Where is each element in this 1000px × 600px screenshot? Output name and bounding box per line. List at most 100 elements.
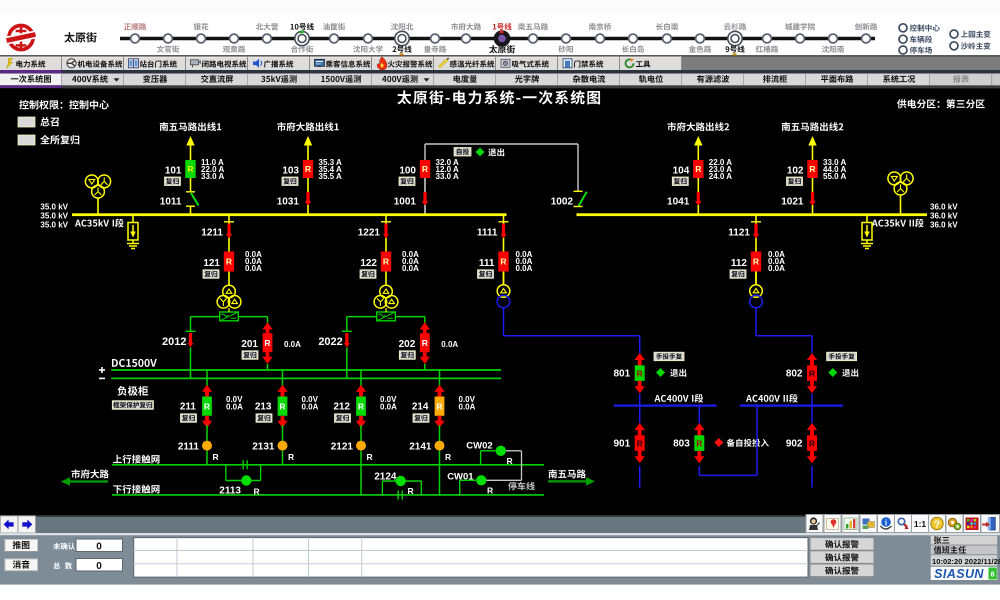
svg-text:2012: 2012 <box>162 336 186 348</box>
svg-text:0.0V: 0.0V <box>226 395 243 404</box>
svg-text:202: 202 <box>399 339 416 350</box>
svg-text:1021: 1021 <box>781 197 804 208</box>
svg-text:801: 801 <box>614 369 631 380</box>
svg-text:2111: 2111 <box>178 442 200 453</box>
svg-text:R: R <box>367 452 373 462</box>
svg-text:R: R <box>487 485 493 495</box>
svg-text:R: R <box>187 164 193 174</box>
svg-text:8: 8 <box>991 572 995 579</box>
svg-text:211: 211 <box>180 402 197 413</box>
svg-text:0.0A: 0.0A <box>226 403 243 412</box>
svg-text:901: 901 <box>614 439 631 450</box>
svg-text:0.0A: 0.0A <box>245 264 262 273</box>
svg-text:R: R <box>445 452 451 462</box>
svg-text:32.0 A: 32.0 A <box>436 158 459 167</box>
svg-text:0.0A: 0.0A <box>402 257 419 266</box>
svg-text:802: 802 <box>786 369 803 380</box>
svg-text:101: 101 <box>165 166 182 177</box>
svg-text:121: 121 <box>203 258 220 269</box>
svg-text:R: R <box>288 452 294 462</box>
svg-text:0.0A: 0.0A <box>402 264 419 273</box>
svg-text:0.0A: 0.0A <box>302 403 319 412</box>
svg-text:2141: 2141 <box>409 442 432 453</box>
svg-text:R: R <box>696 438 702 448</box>
svg-text:213: 213 <box>255 402 272 413</box>
svg-text:0.0A: 0.0A <box>284 340 301 349</box>
svg-text:104: 104 <box>673 166 690 177</box>
svg-text:2113: 2113 <box>219 486 241 497</box>
svg-text:0.0V: 0.0V <box>302 395 319 404</box>
svg-text:R: R <box>500 257 506 267</box>
svg-text:R: R <box>809 164 815 174</box>
svg-text:122: 122 <box>360 258 377 269</box>
svg-text:36.0 kV: 36.0 kV <box>930 203 958 212</box>
svg-text:R: R <box>358 402 364 412</box>
svg-text:?: ? <box>934 519 940 530</box>
svg-text:111: 111 <box>479 258 495 269</box>
svg-text:R: R <box>254 487 260 497</box>
svg-text:1031: 1031 <box>277 197 300 208</box>
svg-text:0.0A: 0.0A <box>768 264 785 273</box>
svg-text:R: R <box>507 456 513 466</box>
svg-text:1121: 1121 <box>728 228 750 239</box>
svg-text:0.0A: 0.0A <box>459 403 476 412</box>
svg-text:0.0A: 0.0A <box>768 257 785 266</box>
svg-text:35.0 kV: 35.0 kV <box>40 221 68 230</box>
svg-text:23.0 A: 23.0 A <box>709 165 732 174</box>
svg-text:36.0 kV: 36.0 kV <box>930 212 958 221</box>
svg-text:201: 201 <box>241 339 258 350</box>
svg-text:1111: 1111 <box>477 228 498 239</box>
svg-text:R: R <box>383 257 389 267</box>
svg-text:100: 100 <box>399 166 416 177</box>
svg-text:SIASUN: SIASUN <box>934 567 984 581</box>
svg-text:R: R <box>695 164 701 174</box>
svg-text:0.0V: 0.0V <box>459 395 476 404</box>
svg-text:R: R <box>436 402 442 412</box>
svg-text:1041: 1041 <box>667 197 690 208</box>
svg-text:R: R <box>213 452 219 462</box>
svg-text:55.0 A: 55.0 A <box>823 172 846 181</box>
svg-text:33.0 A: 33.0 A <box>823 158 846 167</box>
svg-text:1211: 1211 <box>201 228 223 239</box>
svg-text:R: R <box>422 338 428 348</box>
svg-text:24.0 A: 24.0 A <box>709 172 732 181</box>
svg-text:35.0 kV: 35.0 kV <box>40 203 68 212</box>
svg-text:1011: 1011 <box>160 197 182 208</box>
svg-text:0: 0 <box>96 561 102 572</box>
svg-text:0.0V: 0.0V <box>380 395 397 404</box>
svg-text:CW02: CW02 <box>466 441 492 452</box>
svg-text:1001: 1001 <box>394 197 417 208</box>
svg-text:35.0 kV: 35.0 kV <box>40 212 68 221</box>
svg-text:R: R <box>809 438 815 448</box>
svg-text:112: 112 <box>731 258 748 269</box>
svg-text:10:02:20 2022/11/28: 10:02:20 2022/11/28 <box>932 557 1000 566</box>
svg-text:44.0 A: 44.0 A <box>823 165 846 174</box>
svg-text:1002: 1002 <box>551 197 574 208</box>
svg-text:902: 902 <box>786 439 803 450</box>
svg-text:0.0A: 0.0A <box>402 250 419 259</box>
svg-text:2131: 2131 <box>252 442 275 453</box>
svg-text:0.0A: 0.0A <box>516 264 533 273</box>
svg-text:0: 0 <box>96 542 102 553</box>
svg-text:0.0A: 0.0A <box>245 257 262 266</box>
svg-text:1221: 1221 <box>358 228 381 239</box>
svg-text:103: 103 <box>282 166 299 177</box>
svg-text:R: R <box>753 257 759 267</box>
svg-text:35.5 A: 35.5 A <box>319 172 342 181</box>
svg-text:22.0 A: 22.0 A <box>709 158 732 167</box>
svg-text:R: R <box>637 368 643 378</box>
svg-text:12.0 A: 12.0 A <box>436 165 459 174</box>
svg-text:214: 214 <box>412 402 429 413</box>
svg-text:R: R <box>264 338 270 348</box>
svg-text:R: R <box>279 402 285 412</box>
svg-text:33.0 A: 33.0 A <box>201 172 224 181</box>
svg-text:36.0 kV: 36.0 kV <box>930 221 958 230</box>
svg-text:R: R <box>809 368 815 378</box>
svg-text:R: R <box>305 164 311 174</box>
svg-text:35.3 A: 35.3 A <box>319 158 342 167</box>
svg-text:R: R <box>408 486 414 496</box>
svg-text:2022: 2022 <box>318 336 342 348</box>
svg-text:0.0A: 0.0A <box>380 403 397 412</box>
svg-text:35.4 A: 35.4 A <box>319 165 342 174</box>
svg-text:R: R <box>637 438 643 448</box>
